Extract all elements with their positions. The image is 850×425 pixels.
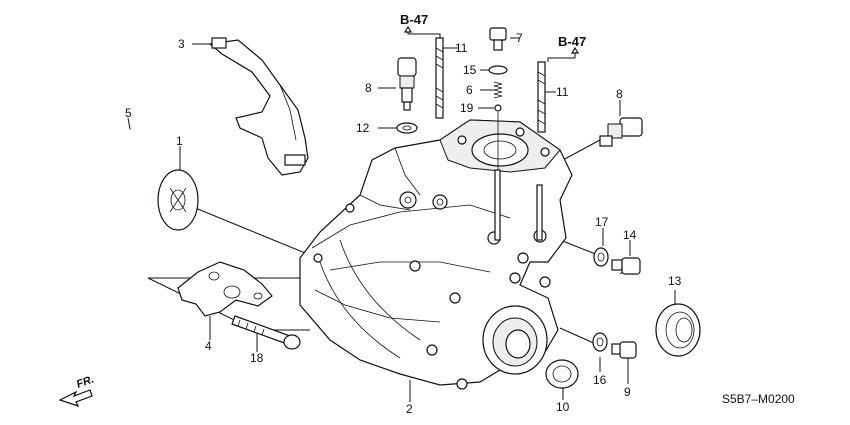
disc-plate bbox=[157, 169, 199, 231]
shift-cable-bracket bbox=[208, 37, 309, 176]
washer-16 bbox=[592, 332, 608, 352]
reference-b47-left[interactable]: B-47 bbox=[400, 12, 428, 27]
callout-6: 6 bbox=[466, 83, 473, 97]
washer-17 bbox=[593, 247, 609, 267]
front-direction-arrow bbox=[58, 389, 93, 408]
callout-9: 9 bbox=[624, 385, 631, 399]
callout-10: 10 bbox=[556, 400, 570, 414]
flange-bolt bbox=[231, 315, 301, 350]
stud-bolt-left bbox=[435, 37, 444, 119]
callout-12: 12 bbox=[356, 121, 370, 135]
callout-17: 17 bbox=[595, 215, 609, 229]
callout-15: 15 bbox=[463, 63, 477, 77]
drain-bolt-14 bbox=[611, 257, 641, 275]
callout-1: 1 bbox=[176, 134, 183, 148]
callout-labels: 1 2 3 4 5 6 7 8 8 9 10 11 11 12 13 14 15… bbox=[125, 31, 682, 416]
callout-11-right: 11 bbox=[556, 85, 569, 99]
stay-bracket bbox=[177, 261, 273, 317]
callout-8-right: 8 bbox=[616, 87, 623, 101]
callout-5: 5 bbox=[125, 106, 132, 120]
front-direction-label: FR. bbox=[75, 373, 96, 390]
seal-10 bbox=[545, 359, 579, 389]
callout-19: 19 bbox=[460, 101, 474, 115]
reference-b47-right[interactable]: B-47 bbox=[558, 34, 586, 49]
callout-18: 18 bbox=[250, 351, 264, 365]
transmission-case bbox=[299, 119, 573, 390]
detent-bolt-assembly bbox=[488, 27, 508, 170]
callout-7: 7 bbox=[516, 31, 523, 45]
callout-3: 3 bbox=[178, 37, 185, 51]
callout-13: 13 bbox=[668, 274, 682, 288]
diagram-code: S5B7–M0200 bbox=[722, 392, 795, 406]
callout-16: 16 bbox=[593, 373, 607, 387]
callout-14: 14 bbox=[623, 228, 637, 242]
callout-11-left: 11 bbox=[455, 41, 468, 55]
fill-bolt-9 bbox=[611, 341, 637, 359]
oil-seal bbox=[655, 303, 701, 357]
callout-4: 4 bbox=[205, 339, 212, 353]
callout-8-left: 8 bbox=[365, 81, 372, 95]
sealing-washer bbox=[396, 122, 418, 134]
circlip bbox=[106, 129, 161, 206]
callout-2: 2 bbox=[406, 402, 413, 416]
back-up-light-switch-left bbox=[397, 57, 417, 111]
back-up-light-switch-right bbox=[599, 117, 643, 147]
stud-bolt-right bbox=[537, 61, 546, 133]
